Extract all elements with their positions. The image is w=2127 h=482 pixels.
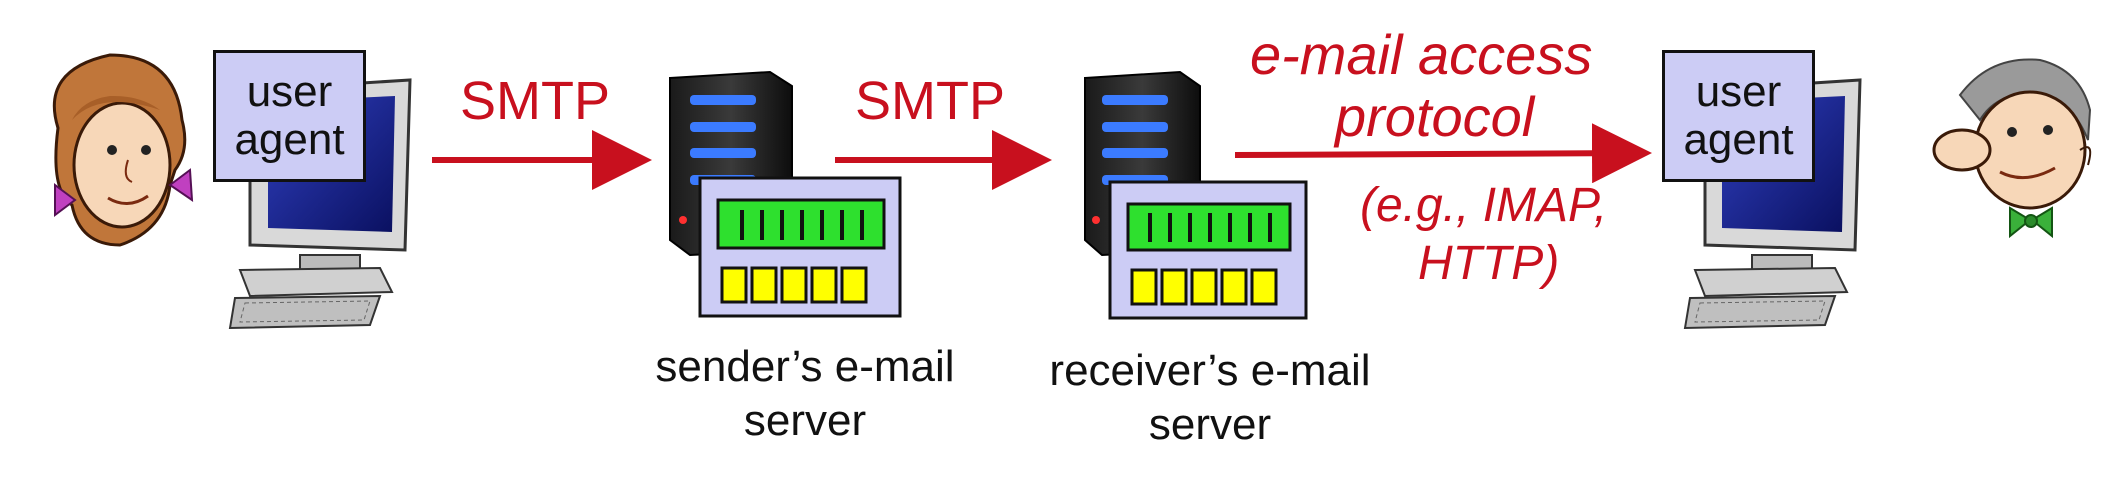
sender-user-agent-box: user agent	[213, 50, 366, 182]
access-examples-line1: (e.g., IMAP,	[1360, 179, 1608, 232]
receiver-user-agent-line2: agent	[1683, 115, 1794, 164]
receiver-person-icon	[1932, 58, 2092, 239]
receiver-server-caption: receiver’s e-mail server	[1010, 344, 1410, 452]
sender-server-caption-line2: server	[743, 396, 867, 445]
receiver-user-agent-box: user agent	[1662, 50, 1815, 182]
receiver-server-caption-line1: receiver’s e-mail	[1049, 346, 1371, 395]
access-protocol-label-line1: e-mail access	[1250, 23, 1593, 86]
sender-server-caption-line1: sender’s e-mail	[655, 342, 955, 391]
receiver-user-agent-line1: user	[1695, 67, 1782, 116]
sender-user-agent-line2: agent	[234, 115, 345, 164]
access-protocol-label-line2: protocol	[1335, 85, 1535, 148]
access-examples-line2: HTTP)	[1418, 237, 1560, 290]
smtp-label-1: SMTP	[460, 71, 611, 131]
access-protocol-arrow	[1234, 123, 1652, 184]
mail-server-panel-icon	[1108, 180, 1308, 320]
sender-user-agent-line1: user	[246, 67, 333, 116]
sender-person-icon	[52, 53, 194, 247]
smtp-label-2: SMTP	[855, 71, 1006, 131]
receiver-server-caption-line2: server	[1148, 400, 1272, 449]
mail-server-panel-icon	[698, 176, 902, 318]
sender-server-caption: sender’s e-mail server	[625, 340, 985, 448]
